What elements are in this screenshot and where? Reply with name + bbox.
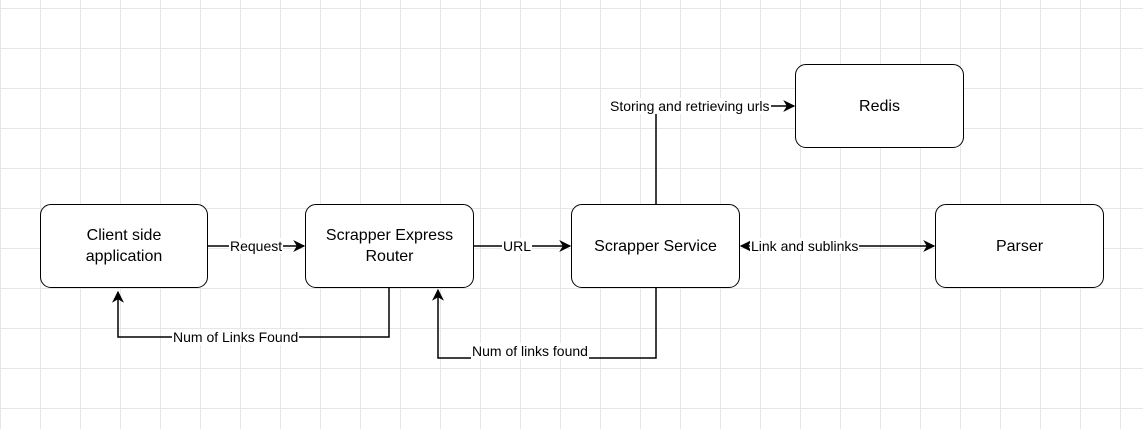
edge-label-link-and-sublinks: Link and sublinks — [750, 238, 860, 254]
node-service-label: Scrapper Service — [594, 237, 717, 255]
node-parser[interactable]: Parser — [935, 204, 1104, 288]
node-router-label: Scrapper Express Router — [325, 227, 454, 265]
node-scrapper-service[interactable]: Scrapper Service — [571, 204, 740, 288]
node-client-side-application[interactable]: Client side application — [40, 204, 208, 288]
node-redis[interactable]: Redis — [795, 64, 964, 148]
node-scrapper-express-router[interactable]: Scrapper Express Router — [305, 204, 474, 288]
edge-label-num-links-found-router: Num of Links Found — [172, 329, 300, 345]
edge-label-num-links-found-service: Num of links found — [471, 343, 589, 359]
node-client-label: Client side application — [85, 227, 163, 265]
edge-label-url: URL — [502, 238, 533, 254]
edge-storing-urls — [655, 100, 796, 204]
node-parser-label: Parser — [995, 237, 1044, 255]
edge-label-storing-urls: Storing and retrieving urls — [609, 98, 771, 114]
node-redis-label: Redis — [859, 97, 900, 115]
edge-label-request: Request — [229, 238, 284, 254]
